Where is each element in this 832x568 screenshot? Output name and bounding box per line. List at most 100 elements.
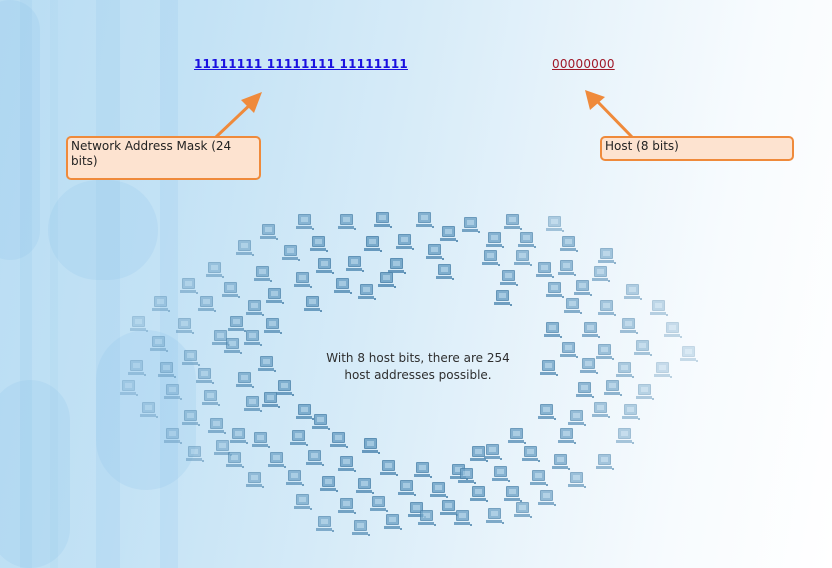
computer-icon	[522, 446, 540, 464]
computer-icon	[470, 446, 488, 464]
computer-icon	[552, 454, 570, 472]
computer-icon	[620, 318, 638, 336]
arrow-icon	[585, 90, 634, 139]
computer-icon	[158, 362, 176, 380]
computer-icon	[508, 428, 526, 446]
computer-icon	[338, 214, 356, 232]
computer-icon	[458, 468, 476, 486]
computer-icon	[164, 384, 182, 402]
computer-icon	[500, 270, 518, 288]
computer-icon	[352, 520, 370, 538]
computer-icon	[290, 430, 308, 448]
computer-icon	[130, 316, 148, 334]
bg-stripe	[160, 0, 178, 568]
computer-icon	[574, 280, 592, 298]
computer-icon	[260, 224, 278, 242]
computer-icon	[504, 214, 522, 232]
computer-icon	[636, 384, 654, 402]
arrow-icon	[214, 92, 262, 139]
bg-pill	[0, 380, 70, 568]
computer-icon	[616, 362, 634, 380]
computer-icon	[426, 244, 444, 262]
computer-icon	[222, 282, 240, 300]
computer-icon	[268, 452, 286, 470]
computer-icon	[264, 318, 282, 336]
computer-icon	[568, 472, 586, 490]
computer-icon	[208, 418, 226, 436]
network-mask-bits[interactable]: 11111111 11111111 11111111	[194, 57, 408, 71]
computer-icon	[338, 498, 356, 516]
computer-icon	[650, 300, 668, 318]
computer-icon	[598, 248, 616, 266]
computer-icon	[254, 266, 272, 284]
computer-icon	[128, 360, 146, 378]
bg-stripe	[20, 0, 32, 568]
computer-icon	[418, 510, 436, 528]
computer-icon	[436, 264, 454, 282]
computer-icon	[558, 260, 576, 278]
computer-icon	[176, 318, 194, 336]
computer-icon	[356, 478, 374, 496]
computer-icon	[236, 372, 254, 390]
computer-icon	[530, 470, 548, 488]
computer-icon	[576, 382, 594, 400]
computer-icon	[380, 460, 398, 478]
computer-icon	[430, 482, 448, 500]
computer-icon	[384, 514, 402, 532]
computer-icon	[230, 428, 248, 446]
computer-icon	[664, 322, 682, 340]
computer-icon	[558, 428, 576, 446]
computer-icon	[330, 432, 348, 450]
network-mask-callout-text: Network Address Mask (24 bits)	[71, 139, 232, 168]
computer-icon	[546, 216, 564, 234]
computer-icon	[370, 496, 388, 514]
computer-icon	[514, 502, 532, 520]
computer-icon	[296, 214, 314, 232]
computer-icon	[198, 296, 216, 314]
computer-icon	[582, 322, 600, 340]
computer-icon	[182, 410, 200, 428]
computer-icon	[454, 510, 472, 528]
bg-stripe	[50, 0, 58, 568]
computer-icon	[346, 256, 364, 274]
computer-icon	[388, 258, 406, 276]
computer-icon	[224, 338, 242, 356]
computer-icon	[494, 290, 512, 308]
computer-icon	[470, 486, 488, 504]
computer-icon	[592, 266, 610, 284]
computer-icon	[294, 494, 312, 512]
computer-icon	[592, 402, 610, 420]
computer-icon	[294, 272, 312, 290]
host-bits[interactable]: 00000000	[552, 57, 615, 71]
computer-icon	[518, 232, 536, 250]
computer-icon	[580, 358, 598, 376]
computer-icon	[440, 226, 458, 244]
caption-line-1: With 8 host bits, there are 254	[326, 351, 510, 365]
computer-icon	[680, 346, 698, 364]
computer-icon	[206, 262, 224, 280]
computer-icon	[596, 454, 614, 472]
computer-icon	[276, 380, 294, 398]
computer-icon	[416, 212, 434, 230]
computer-icon	[316, 516, 334, 534]
computer-icon	[358, 284, 376, 302]
computer-icon	[624, 284, 642, 302]
computer-icon	[228, 316, 246, 334]
computer-icon	[540, 360, 558, 378]
computer-icon	[246, 472, 264, 490]
computer-icon	[196, 368, 214, 386]
computer-icon	[462, 217, 480, 235]
computer-icon	[338, 456, 356, 474]
computer-icon	[546, 282, 564, 300]
computer-icon	[244, 396, 262, 414]
computer-icon	[140, 402, 158, 420]
computer-icon	[634, 340, 652, 358]
computer-icon	[150, 336, 168, 354]
computer-icon	[622, 404, 640, 422]
computer-icon	[616, 428, 634, 446]
network-mask-callout: Network Address Mask (24 bits)	[66, 136, 261, 180]
computer-icon	[180, 278, 198, 296]
computer-icon	[202, 390, 220, 408]
computer-icon	[492, 466, 510, 484]
